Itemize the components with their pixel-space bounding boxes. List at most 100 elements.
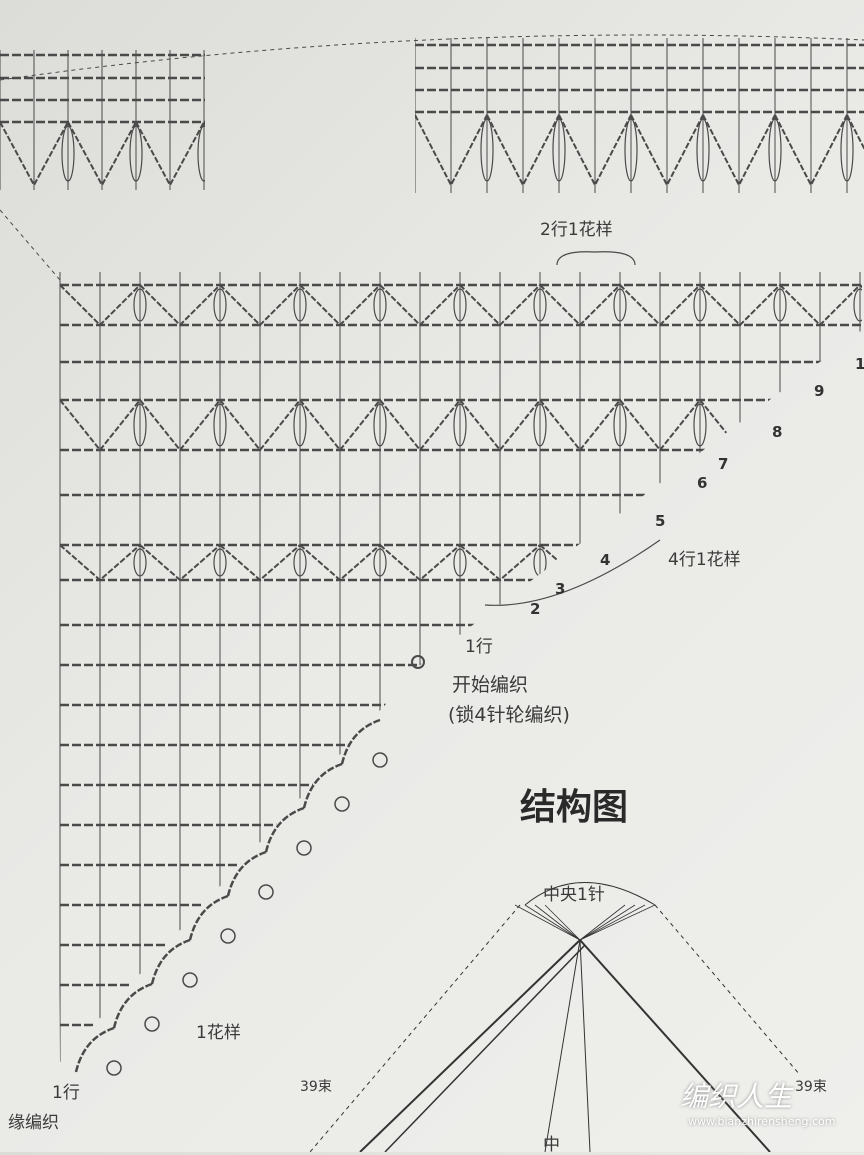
v-chain: [846, 114, 864, 151]
row-number: 9: [814, 382, 825, 400]
picot: [693, 288, 707, 322]
stitch-grid: [415, 38, 864, 193]
structure-center: [579, 939, 591, 1152]
v-chain: [139, 284, 221, 327]
structure-center: [544, 939, 581, 1152]
v-chain: [859, 284, 862, 327]
v-chain: [859, 399, 862, 452]
v-chain: [203, 121, 205, 126]
fan-line: [514, 904, 581, 941]
picot: [61, 125, 75, 182]
picot: [133, 548, 147, 577]
v-chain: [379, 284, 461, 327]
picot: [613, 403, 627, 447]
picot: [768, 118, 782, 182]
edge-row-label: 1行: [52, 1083, 80, 1103]
picot: [213, 288, 227, 322]
v-chain: [779, 284, 861, 327]
v-chain: [619, 399, 701, 452]
v-chain: [219, 284, 301, 327]
picot: [853, 548, 862, 577]
structure-edge: [384, 944, 586, 1152]
center-mark: 中: [543, 1135, 560, 1155]
v-chain: [539, 284, 621, 327]
edge-chain: [150, 938, 191, 985]
repeat-bracket: [556, 251, 636, 266]
edge-chain: [226, 850, 267, 897]
fan-line: [579, 904, 646, 941]
row-number: 6: [697, 474, 708, 492]
v-chain: [299, 399, 381, 452]
repeat-side-label: 4行1花样: [668, 550, 741, 570]
repeat-bracket: [484, 539, 661, 606]
v-chain: [59, 399, 141, 452]
picot: [373, 403, 387, 447]
picot: [133, 288, 147, 322]
watermark-url: www.bianzhirensheng.com: [688, 1115, 836, 1128]
v-chain: [558, 114, 632, 188]
edge-repeat-label: 1花样: [196, 1023, 241, 1043]
v-chain: [459, 544, 541, 582]
picot: [453, 403, 467, 447]
picot: [293, 403, 307, 447]
edge-name-label: 缘编织: [8, 1113, 59, 1133]
picot: [624, 118, 638, 182]
picot: [853, 403, 862, 447]
picot: [773, 548, 787, 577]
v-chain: [139, 544, 221, 582]
right-count: 39束: [795, 1079, 827, 1095]
picot: [480, 118, 494, 182]
picot: [773, 288, 787, 322]
edge-picot: [372, 752, 388, 768]
picot: [533, 288, 547, 322]
v-chain: [219, 544, 301, 582]
edge-picot: [296, 840, 312, 856]
edge-chain: [74, 1026, 115, 1073]
v-chain: [702, 114, 776, 188]
picot: [293, 548, 307, 577]
outline-dash: [0, 209, 61, 281]
picot: [129, 125, 143, 182]
row-number: 8: [772, 423, 783, 441]
edge-chain: [188, 894, 229, 941]
picot: [853, 288, 862, 322]
v-chain: [219, 399, 301, 452]
v-chain: [299, 544, 381, 582]
structure-dash: [309, 904, 521, 1152]
edging-scallops: [74, 718, 388, 1076]
start-ring: [411, 655, 425, 669]
v-chain: [459, 399, 541, 452]
v-chain: [779, 399, 861, 452]
v-chain: [779, 544, 861, 582]
fan-line: [544, 904, 581, 941]
picot: [133, 403, 147, 447]
v-chain: [379, 399, 461, 452]
outline-arc: [0, 34, 864, 81]
left-count: 39束: [300, 1079, 332, 1095]
structure-title: 结构图: [520, 787, 629, 828]
edge-chain: [264, 806, 305, 853]
center-label: 中央1针: [543, 885, 605, 905]
picot: [213, 403, 227, 447]
structure-dash: [654, 904, 801, 1076]
v-chain: [299, 284, 381, 327]
picot: [293, 288, 307, 322]
row-number: 5: [655, 512, 666, 530]
fan-line: [579, 904, 636, 941]
picot: [453, 288, 467, 322]
picot: [373, 548, 387, 577]
row-number: 2: [530, 600, 541, 618]
edge-picot: [106, 1060, 122, 1076]
v-chain: [699, 284, 781, 327]
v-chain: [859, 544, 862, 582]
fan-line: [534, 904, 581, 941]
edge-picot: [334, 796, 350, 812]
fan-line: [524, 904, 581, 941]
picot: [693, 403, 707, 447]
edge-picot: [182, 972, 198, 988]
edge-picot: [258, 884, 274, 900]
structure-edge: [579, 939, 771, 1152]
picot: [696, 118, 710, 182]
fan-line: [579, 904, 626, 941]
